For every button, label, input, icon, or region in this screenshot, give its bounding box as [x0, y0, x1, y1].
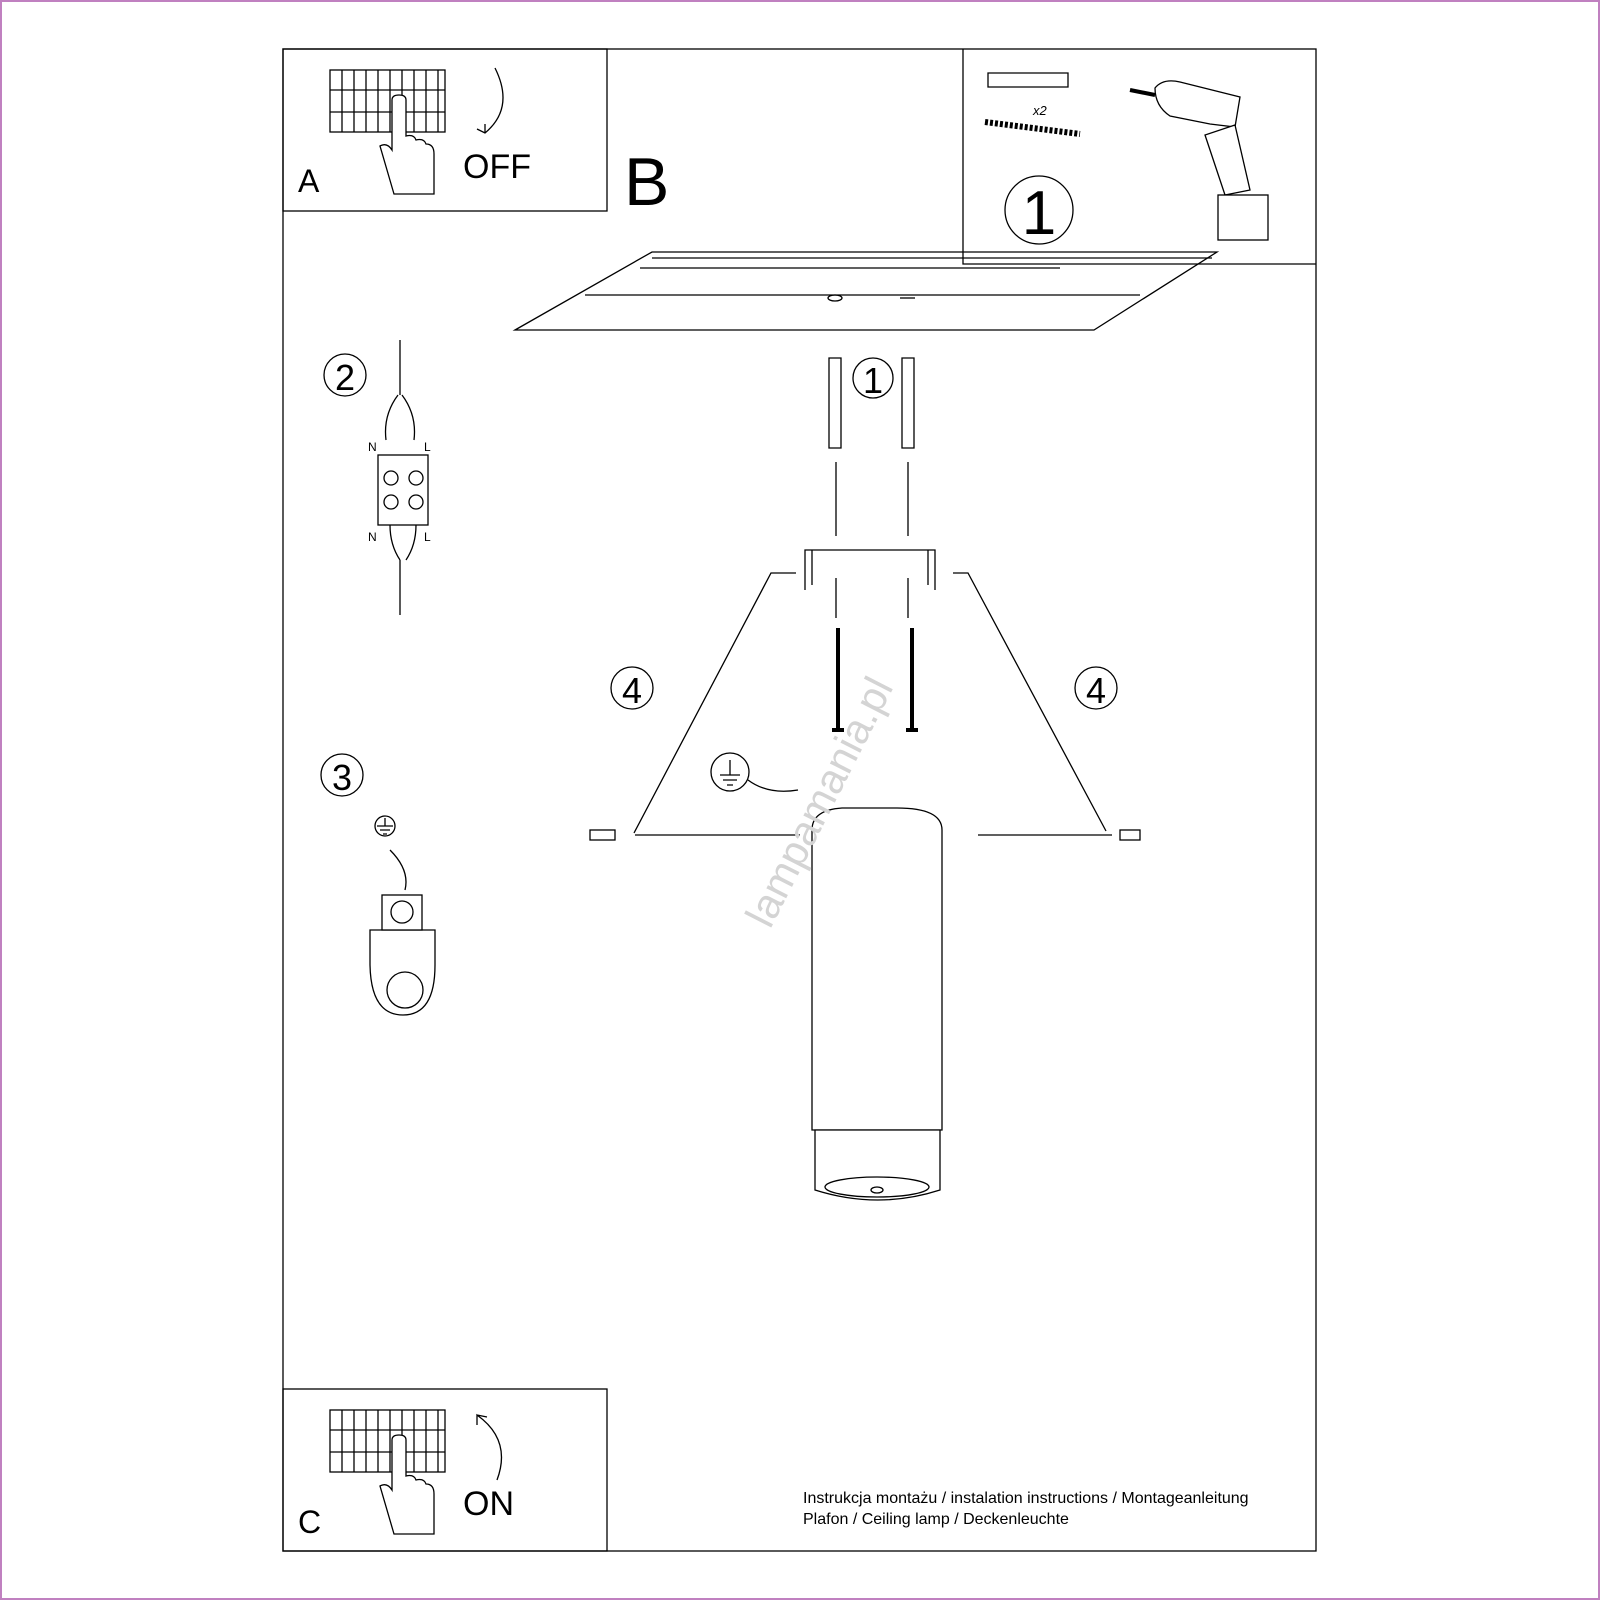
- tools-step-number: 1: [1022, 179, 1056, 248]
- arrow-down-icon: [476, 67, 504, 134]
- live-bottom-label: L: [424, 530, 431, 544]
- neutral-top-label: N: [368, 440, 377, 454]
- step-4-left-number: 4: [622, 670, 642, 711]
- ceiling-lamp-cylinder: [811, 807, 943, 1201]
- step-1-number: 1: [863, 360, 883, 401]
- terminal-block-icon: [377, 454, 429, 526]
- wall-plug-left-icon: [828, 357, 842, 449]
- product-type: Plafon / Ceiling lamp / Deckenleuchte: [803, 1511, 1069, 1528]
- ground-symbol-main-icon: [710, 752, 750, 792]
- side-screw-left-icon: [589, 829, 616, 841]
- ground-symbol-icon: [374, 815, 396, 837]
- panel-a-letter: A: [298, 163, 320, 199]
- circuit-breaker-icon: [329, 69, 446, 133]
- hand-icon: [379, 1434, 435, 1535]
- panel-b-letter: B: [624, 144, 669, 220]
- screw-icon: [984, 119, 1081, 137]
- live-top-label: L: [424, 440, 431, 454]
- off-label: OFF: [463, 148, 531, 186]
- panel-c-power-on: C ON: [282, 1388, 608, 1552]
- hand-icon: [379, 94, 435, 195]
- neutral-bottom-label: N: [368, 530, 377, 544]
- step-2-wiring: 2 N L N L: [323, 340, 431, 615]
- step-4-right-number: 4: [1086, 670, 1106, 711]
- step-3-number: 3: [332, 757, 352, 798]
- tools-panel: x2 1: [962, 49, 1316, 265]
- on-label: ON: [463, 1485, 514, 1523]
- wall-plug-icon: [987, 72, 1069, 88]
- main-assembly: 1 4 4 lampamania.pl: [589, 357, 1141, 1201]
- circuit-breaker-icon: [329, 1409, 446, 1473]
- mounting-bracket-icon: [804, 549, 936, 590]
- instructions-title: Instrukcja montażu / instalation instruc…: [803, 1490, 1249, 1507]
- screw-right-icon: [906, 628, 918, 732]
- wall-plug-right-icon: [901, 357, 915, 449]
- drill-icon: [1129, 80, 1269, 241]
- panel-c-letter: C: [298, 1504, 321, 1540]
- side-screw-right-icon: [1119, 829, 1141, 841]
- sheet-border: [282, 48, 1317, 1552]
- ceiling-plate: [512, 251, 1220, 331]
- quantity-label: x2: [1032, 103, 1048, 118]
- screw-left-icon: [832, 628, 844, 732]
- step-1-circle: [1004, 175, 1074, 245]
- step-3-grounding: 3: [320, 753, 436, 1016]
- step-2-number: 2: [335, 357, 355, 398]
- arrow-up-icon: [476, 1413, 503, 1481]
- panel-a-power-off: A OFF: [282, 48, 608, 212]
